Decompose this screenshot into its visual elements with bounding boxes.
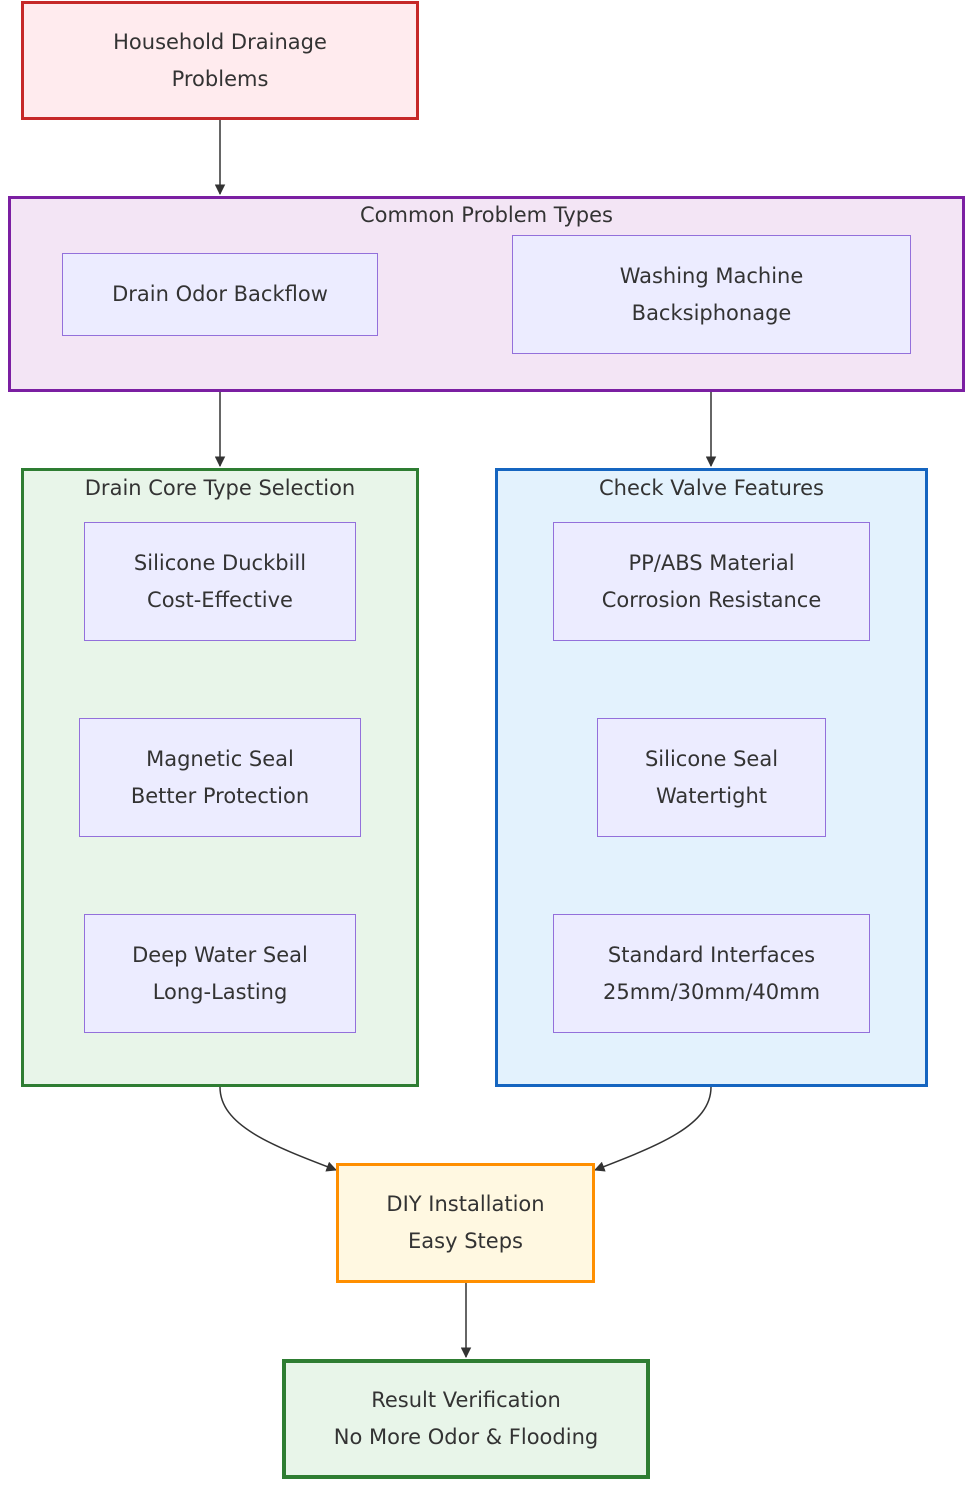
node-silicone-duckbill: Silicone Duckbill Cost-Effective (84, 522, 356, 641)
node-label-line1: Household Drainage (113, 29, 327, 54)
node-label-line1: Deep Water Seal (132, 942, 308, 967)
node-label-line2: Backsiphonage (631, 300, 792, 325)
node-label-line2: Watertight (655, 783, 768, 808)
node-deep-water-seal: Deep Water Seal Long-Lasting (84, 914, 356, 1033)
cluster-title: Drain Core Type Selection (84, 476, 356, 500)
node-label-line1: Drain Odor Backflow (112, 282, 328, 306)
node-label-line2: Cost-Effective (147, 587, 293, 612)
node-label-line2: Problems (171, 66, 269, 91)
edge-drain-core-to-diy (219, 1086, 337, 1172)
node-label-line2: Long-Lasting (152, 979, 288, 1004)
node-drain-odor-backflow: Drain Odor Backflow (62, 253, 378, 336)
node-washing-machine-backsiphonage: Washing Machine Backsiphonage (512, 235, 911, 354)
node-label-line2: No More Odor & Flooding (333, 1425, 599, 1449)
node-magnetic-seal: Magnetic Seal Better Protection (79, 718, 361, 837)
node-standard-interfaces: Standard Interfaces 25mm/30mm/40mm (553, 914, 870, 1033)
cluster-title: Check Valve Features (598, 476, 825, 500)
node-label-line1: Magnetic Seal (146, 746, 294, 771)
node-diy-installation: DIY Installation Easy Steps (336, 1163, 595, 1283)
node-result-verification: Result Verification No More Odor & Flood… (282, 1359, 650, 1479)
edge-check-valve-to-diy (594, 1086, 712, 1172)
node-label-line2: 25mm/30mm/40mm (602, 979, 821, 1004)
node-household-drainage-problems: Household Drainage Problems (21, 1, 419, 120)
node-label-line1: Standard Interfaces (607, 942, 816, 967)
node-pp-abs-material: PP/ABS Material Corrosion Resistance (553, 522, 870, 641)
node-label-line2: Corrosion Resistance (601, 587, 822, 612)
node-label-line2: Better Protection (130, 783, 310, 808)
node-label-line1: Silicone Duckbill (133, 550, 307, 575)
node-label-line1: Washing Machine (619, 263, 804, 288)
node-silicone-seal: Silicone Seal Watertight (597, 718, 826, 837)
cluster-title: Common Problem Types (360, 203, 613, 227)
node-label-line1: Silicone Seal (644, 746, 779, 771)
node-label-line2: Easy Steps (408, 1229, 523, 1253)
node-label-line1: DIY Installation (386, 1192, 545, 1216)
node-label-line1: Result Verification (371, 1388, 561, 1412)
node-label-line1: PP/ABS Material (628, 550, 795, 575)
